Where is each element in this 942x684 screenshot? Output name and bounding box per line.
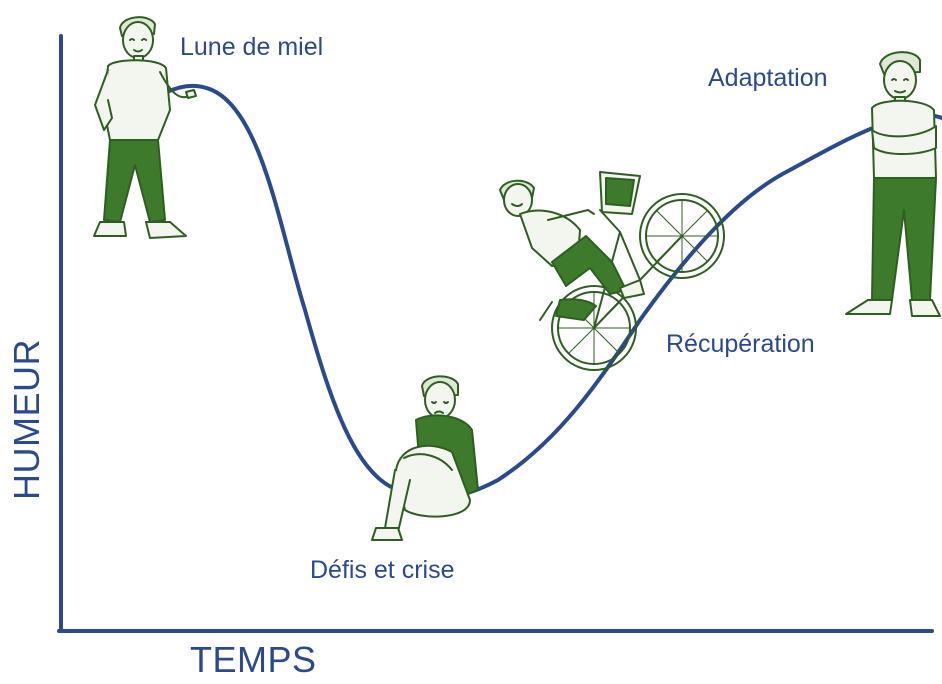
phase-label-adaptation: Adaptation (708, 64, 828, 92)
phase-label-recovery: Récupération (666, 330, 815, 358)
person-standing-icon (93, 16, 197, 239)
phase-label-honeymoon: Lune de miel (180, 33, 324, 61)
phase-label-crisis: Défis et crise (310, 556, 455, 584)
person-cycling-icon (499, 171, 725, 371)
mood-curve (116, 83, 942, 500)
person-arms-crossed-icon (845, 51, 941, 317)
y-axis-label: HUMEUR (6, 339, 47, 500)
person-sitting-sad-icon (371, 375, 479, 541)
x-axis-label: TEMPS (190, 639, 317, 680)
